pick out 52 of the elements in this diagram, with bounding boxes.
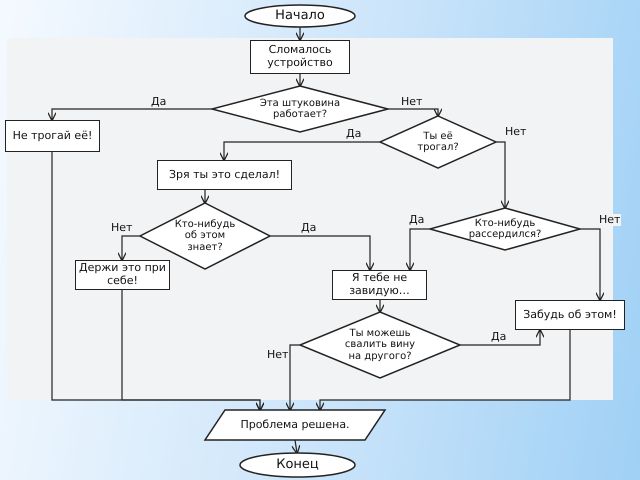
edge-label: Да <box>345 128 362 140</box>
node-text: Ты можешь свалить вину на другого? <box>344 328 416 362</box>
node-text: Конец <box>276 458 319 472</box>
arrow <box>315 330 571 412</box>
edge-label: Да <box>490 331 508 344</box>
arrow <box>47 108 212 122</box>
node-text: Я тебе не завидую… <box>348 272 411 298</box>
node-text: Кто-нибудь рассердился? <box>468 218 542 240</box>
decision-diamond <box>300 312 460 378</box>
node-text: Сломалось устройство <box>266 44 334 70</box>
edge-label: Да <box>150 96 168 108</box>
arrow <box>496 141 510 210</box>
decision-diamond <box>380 116 496 168</box>
arrow <box>291 440 301 454</box>
node-text: Кто-нибудь об этом знает? <box>174 218 236 254</box>
process-box <box>332 270 427 300</box>
node-text: Эта штуковина работает? <box>258 98 342 120</box>
edge-label: Нет <box>598 214 622 226</box>
arrow <box>388 108 443 118</box>
terminal-ellipse <box>245 5 355 27</box>
decision-diamond <box>430 208 580 250</box>
arrow <box>375 300 385 314</box>
node-text: Проблема решена. <box>240 418 350 432</box>
arrow <box>405 228 430 272</box>
terminal-ellipse <box>240 453 355 477</box>
edge-label: Нет <box>110 222 134 234</box>
arrow <box>460 328 545 346</box>
arrow <box>219 141 380 162</box>
process-box <box>515 300 625 330</box>
arrow <box>117 235 140 262</box>
node-text: Зря ты это сделал! <box>168 168 280 182</box>
arrow <box>580 228 605 302</box>
arrow <box>295 27 305 42</box>
arrow <box>270 235 375 272</box>
edge-label: Нет <box>266 349 290 362</box>
edge-label: Да <box>408 214 426 226</box>
edge-label: Да <box>300 222 318 234</box>
node-text: Забудь об этом! <box>523 308 617 322</box>
node-text: Держи это при себе! <box>78 262 167 288</box>
node-text: Не трогай её! <box>12 130 92 142</box>
edge-label: Нет <box>400 96 424 108</box>
arrow <box>200 190 210 204</box>
process-box <box>250 40 350 74</box>
process-box <box>157 160 292 190</box>
edge-label: Нет <box>504 126 528 138</box>
process-box <box>5 120 100 152</box>
node-text: Начало <box>275 8 325 24</box>
arrow <box>295 74 305 88</box>
arrow <box>285 344 300 412</box>
output-parallelogram <box>205 410 385 440</box>
arrow <box>121 290 265 412</box>
node-text: Ты её трогал? <box>416 130 460 154</box>
